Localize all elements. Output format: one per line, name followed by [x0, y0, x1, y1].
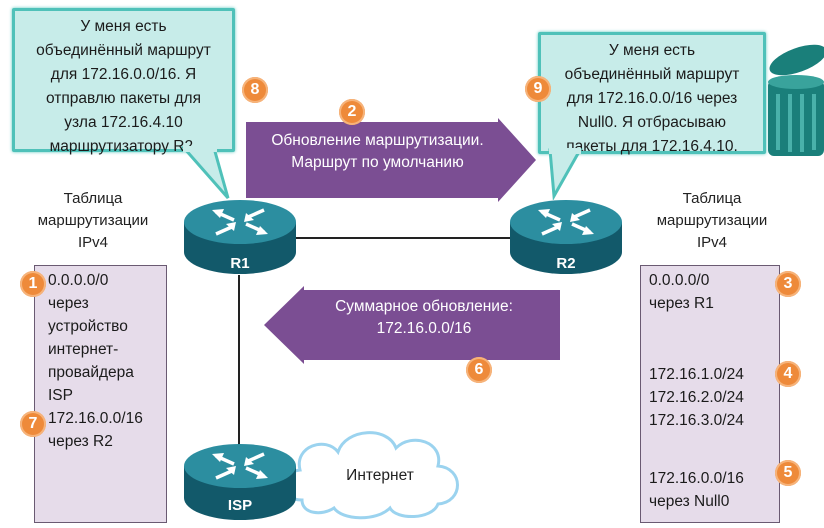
r1-isp-link: [238, 275, 240, 445]
router-r2-icon: [510, 200, 622, 274]
right-entry: через Null0: [649, 493, 730, 510]
routing-update-label: Обновление маршрутизации. Маршрут по умо…: [271, 132, 484, 171]
left-entry: через: [48, 295, 89, 312]
step-badge-7: 7: [20, 411, 46, 437]
step-badge-3: 3: [775, 271, 801, 297]
left-table-title: Таблица маршрутизации IPv4: [37, 190, 149, 251]
step-badge-5: 5: [775, 460, 801, 486]
left-entry: через R2: [48, 433, 113, 450]
right-entry: через R1: [649, 295, 714, 312]
summary-update-label: Суммарное обновление: 172.16.0.0/16: [335, 298, 513, 337]
left-entry: интернет-: [48, 341, 119, 358]
left-entry: 172.16.0.0/16: [48, 410, 143, 427]
right-entry: 172.16.1.0/24: [649, 366, 744, 383]
step-badge-2: 2: [339, 99, 365, 125]
right-entry: [649, 432, 779, 455]
step-badge-1: 1: [20, 271, 46, 297]
internet-cloud-icon: [282, 431, 459, 520]
router-r1-label: R1: [230, 255, 250, 272]
router-isp-icon: [184, 444, 296, 520]
right-entry: [649, 315, 779, 338]
r2-callout: У меня есть объединённый маршрут для 172…: [538, 32, 766, 155]
step-badge-6: 6: [466, 357, 492, 383]
routing-update-arrow: [246, 118, 536, 202]
right-routing-table: 0.0.0.0/0 через R1 172.16.1.0/24 172.16.…: [640, 265, 780, 523]
left-entry: 0.0.0.0/0: [48, 272, 109, 289]
router-isp-label: ISP: [227, 497, 253, 514]
r1-callout: У меня есть объединённый маршрут для 172…: [12, 8, 235, 155]
right-entry: 172.16.3.0/24: [649, 412, 744, 429]
step-badge-9: 9: [525, 76, 551, 102]
r1-callout-pointer: [180, 146, 230, 199]
trash-can-icon: [768, 44, 824, 156]
summary-update-arrow: [264, 286, 560, 364]
router-r2-label: R2: [556, 255, 576, 272]
step-badge-4: 4: [775, 361, 801, 387]
left-entry: ISP: [48, 387, 73, 404]
internet-label: Интернет: [346, 467, 414, 484]
right-entry: 0.0.0.0/0: [649, 272, 710, 289]
r2-callout-pointer: [548, 148, 583, 200]
step-badge-8: 8: [242, 77, 268, 103]
r1-r2-link: [290, 237, 512, 239]
right-entry: 172.16.0.0/16: [649, 470, 744, 487]
left-routing-table: 0.0.0.0/0 через устройство интернет- про…: [34, 265, 167, 523]
router-r1-icon: [184, 200, 296, 274]
left-entry: провайдера: [48, 364, 134, 381]
right-table-title: Таблица маршрутизации IPv4: [656, 190, 768, 251]
right-entry: 172.16.2.0/24: [649, 389, 744, 406]
left-entry: устройство: [48, 318, 128, 335]
